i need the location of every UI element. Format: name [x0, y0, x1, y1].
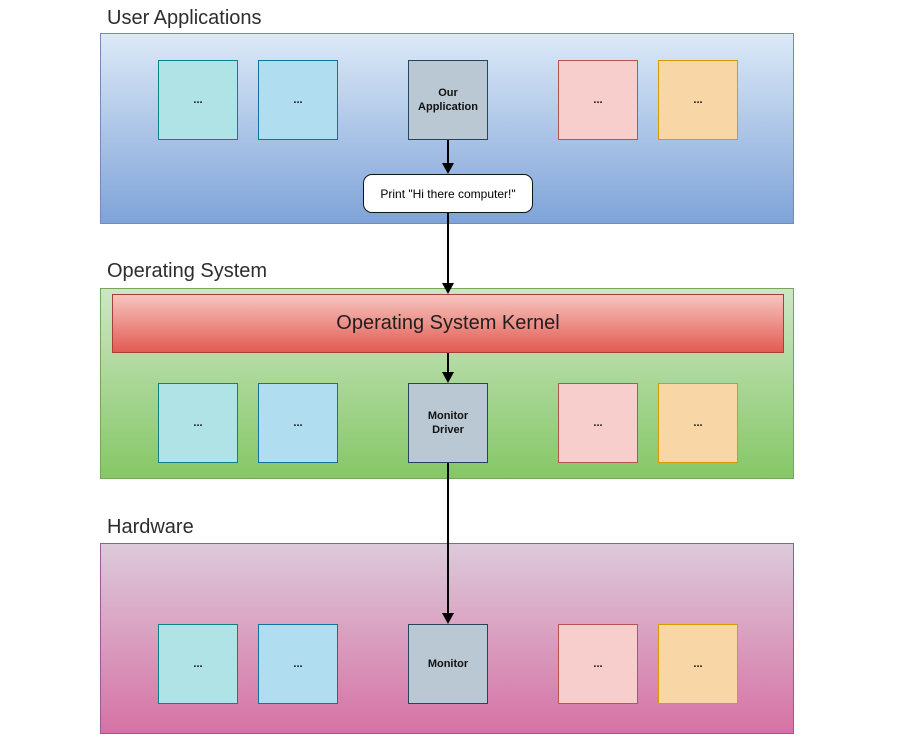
box-other-app-4: ... [658, 60, 738, 140]
os-kernel-banner: Operating System Kernel [112, 294, 784, 353]
box-our-application: Our Application [408, 60, 488, 140]
section-heading-operating-system: Operating System [107, 260, 268, 282]
box-other-driver-1: ... [158, 383, 238, 463]
arrowhead-down-icon [442, 283, 454, 294]
arrowhead-down-icon [442, 613, 454, 624]
box-other-driver-2: ... [258, 383, 338, 463]
box-other-app-3: ... [558, 60, 638, 140]
print-note: Print "Hi there computer!" [363, 174, 533, 213]
box-other-hardware-1: ... [158, 624, 238, 704]
section-heading-user-applications: User Applications [107, 7, 262, 29]
band-operating-system: Operating System Kernel ... ... Monitor … [100, 288, 794, 479]
flow-line-app-to-print [447, 140, 449, 164]
box-other-app-2: ... [258, 60, 338, 140]
box-other-hardware-2: ... [258, 624, 338, 704]
flow-line-print-to-kernel [447, 213, 449, 284]
box-monitor-driver: Monitor Driver [408, 383, 488, 463]
box-other-driver-3: ... [558, 383, 638, 463]
flow-line-kernel-to-driver [447, 353, 449, 373]
arrowhead-down-icon [442, 163, 454, 174]
box-monitor: Monitor [408, 624, 488, 704]
box-other-driver-4: ... [658, 383, 738, 463]
box-other-hardware-4: ... [658, 624, 738, 704]
arrowhead-down-icon [442, 372, 454, 383]
box-other-hardware-3: ... [558, 624, 638, 704]
box-other-app-1: ... [158, 60, 238, 140]
section-heading-hardware: Hardware [107, 516, 194, 538]
band-hardware: ... ... Monitor ... ... [100, 543, 794, 734]
flow-line-driver-to-monitor [447, 463, 449, 614]
